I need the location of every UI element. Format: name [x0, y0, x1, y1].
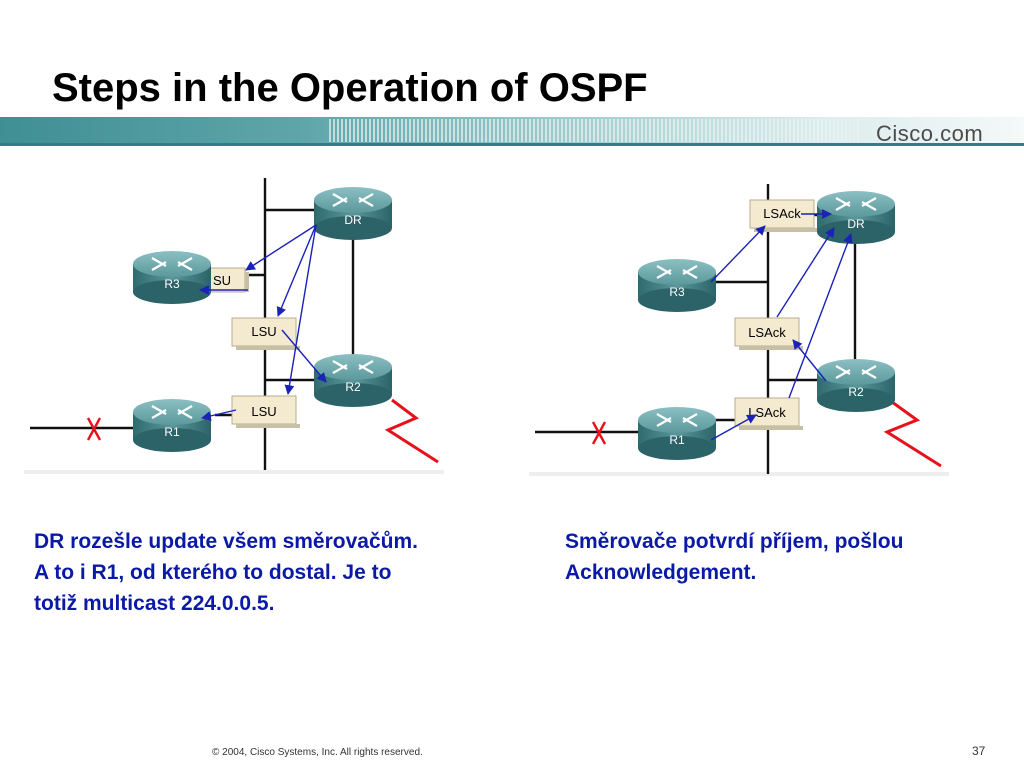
router-arrows-icon	[656, 413, 698, 427]
router-arrows-icon	[332, 360, 374, 374]
packet-bottom: LSU	[231, 395, 300, 428]
router-dr: DR	[314, 187, 392, 240]
router-arrows-icon	[835, 365, 877, 379]
router-r1: R1	[133, 399, 211, 452]
router-r2: R2	[817, 359, 895, 412]
router-r3-label: R3	[669, 285, 685, 299]
link-down-x-mark	[86, 417, 102, 441]
router-r3: R3	[133, 251, 211, 304]
page-number: 37	[972, 744, 986, 758]
packet-bottom-label: LSAck	[748, 405, 786, 420]
caption-left-line-1: DR rozešle update všem směrovačům.	[34, 530, 418, 553]
router-r1-label: R1	[669, 433, 685, 447]
router-r1-label: R1	[164, 425, 180, 439]
ack-arrows	[710, 209, 853, 441]
caption-left: DR rozešle update všem směrovačům. A to …	[34, 526, 534, 619]
packet-top: LSAck	[749, 199, 818, 232]
header-banner	[0, 117, 1024, 146]
caption-left-line-3: totiž multicast 224.0.0.5.	[34, 592, 275, 615]
packet-bottom: LSAck	[734, 397, 803, 430]
shadow-floor	[24, 470, 444, 474]
caption-right-line-2: Acknowledgement.	[565, 561, 757, 584]
slide-title: Steps in the Operation of OSPF	[52, 66, 648, 110]
caption-right: Směrovače potvrdí příjem, pošlou Acknowl…	[565, 526, 1005, 588]
router-r3-label: R3	[164, 277, 180, 291]
router-arrows-icon	[151, 405, 193, 419]
router-dr-label: DR	[847, 217, 865, 231]
packet-middle: LSU	[231, 317, 300, 350]
packet-middle-label: LSU	[251, 324, 276, 339]
packet-middle: LSAck	[734, 317, 803, 350]
router-r2-label: R2	[345, 380, 361, 394]
router-arrows-icon	[332, 193, 374, 207]
router-dr-label: DR	[344, 213, 362, 227]
packet-top-label: LSAck	[763, 206, 801, 221]
copyright-footer: © 2004, Cisco Systems, Inc. All rights r…	[212, 747, 423, 758]
left-diagram: SU LSU LSU DR R3	[24, 178, 444, 474]
packet-bottom-label: LSU	[251, 404, 276, 419]
router-r1: R1	[638, 407, 716, 460]
update-arrows	[199, 224, 327, 421]
shadow-floor	[529, 472, 949, 476]
link-down-x-mark	[591, 421, 607, 445]
router-arrows-icon	[151, 257, 193, 271]
caption-right-line-1: Směrovače potvrdí příjem, pošlou	[565, 530, 904, 553]
router-r2-label: R2	[848, 385, 864, 399]
router-arrows-icon	[656, 265, 698, 279]
right-diagram: LSAck LSAck LSAck DR R3	[529, 184, 949, 476]
packet-top-label: SU	[213, 273, 231, 288]
router-r3: R3	[638, 259, 716, 312]
packet-middle-label: LSAck	[748, 325, 786, 340]
caption-left-line-2: A to i R1, od kterého to dostal. Je to	[34, 561, 392, 584]
router-arrows-icon	[835, 197, 877, 211]
wan-lightning-icon	[883, 400, 942, 468]
cisco-logo-text: Cisco.com	[876, 121, 984, 146]
wan-lightning-icon	[384, 398, 439, 464]
router-r2: R2	[314, 354, 392, 407]
